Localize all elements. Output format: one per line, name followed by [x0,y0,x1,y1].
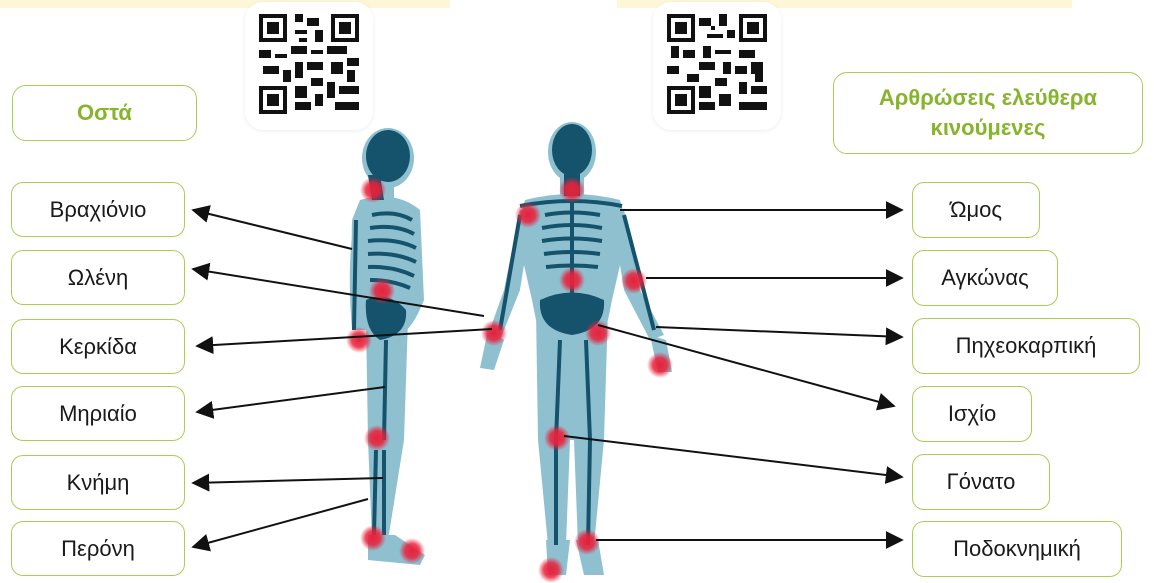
bone-label-text: Κνήμη [67,470,130,496]
joint-label-elbow[interactable]: Αγκώνας [912,250,1058,306]
arrow-icon [598,325,894,406]
arrow-icon [193,210,352,249]
bone-label-text: Ωλένη [68,265,129,291]
joint-label-text: Ώμος [950,197,1002,223]
joint-label-hip[interactable]: Ισχίο [912,386,1032,442]
bone-label-radius[interactable]: Κερκίδα [11,319,185,374]
bone-label-text: Μηριαίο [59,401,137,427]
arrow-icon [656,327,902,337]
arrow-icon [193,499,368,547]
joints-header-line2: κινούμενες [931,113,1046,143]
joint-label-shoulder[interactable]: Ώμος [912,182,1040,238]
bone-arrows [193,210,492,547]
bone-label-fibula[interactable]: Περόνη [11,521,185,576]
bone-label-text: Βραχιόνιο [50,197,147,223]
bone-label-text: Κερκίδα [59,334,137,360]
joint-label-text: Ποδοκνημική [953,536,1081,562]
bone-label-text: Περόνη [61,536,135,562]
bones-header-text: Οστά [77,100,132,126]
bone-label-femur[interactable]: Μηριαίο [11,386,185,441]
arrow-icon [193,478,383,483]
bone-label-ulna[interactable]: Ωλένη [11,250,185,305]
joints-header: Αρθρώσεις ελεύθερα κινούμενες [833,72,1143,154]
joint-label-knee[interactable]: Γόνατο [912,454,1050,510]
arrow-icon [193,269,484,316]
arrow-icon [564,436,902,477]
joint-label-ankle[interactable]: Ποδοκνημική [912,521,1122,577]
bone-label-tibia[interactable]: Κνήμη [11,455,185,510]
arrow-icon [197,387,385,412]
joint-label-text: Γόνατο [947,469,1016,495]
arrow-icon [197,329,492,346]
joints-header-line1: Αρθρώσεις ελεύθερα [879,83,1097,113]
joint-label-text: Πηχεοκαρπική [956,333,1097,359]
bones-header: Οστά [12,85,197,141]
bone-label-humerus[interactable]: Βραχιόνιο [11,182,185,237]
joint-label-text: Ισχίο [948,401,996,427]
joint-label-wrist[interactable]: Πηχεοκαρπική [912,318,1140,374]
joint-label-text: Αγκώνας [941,265,1029,291]
